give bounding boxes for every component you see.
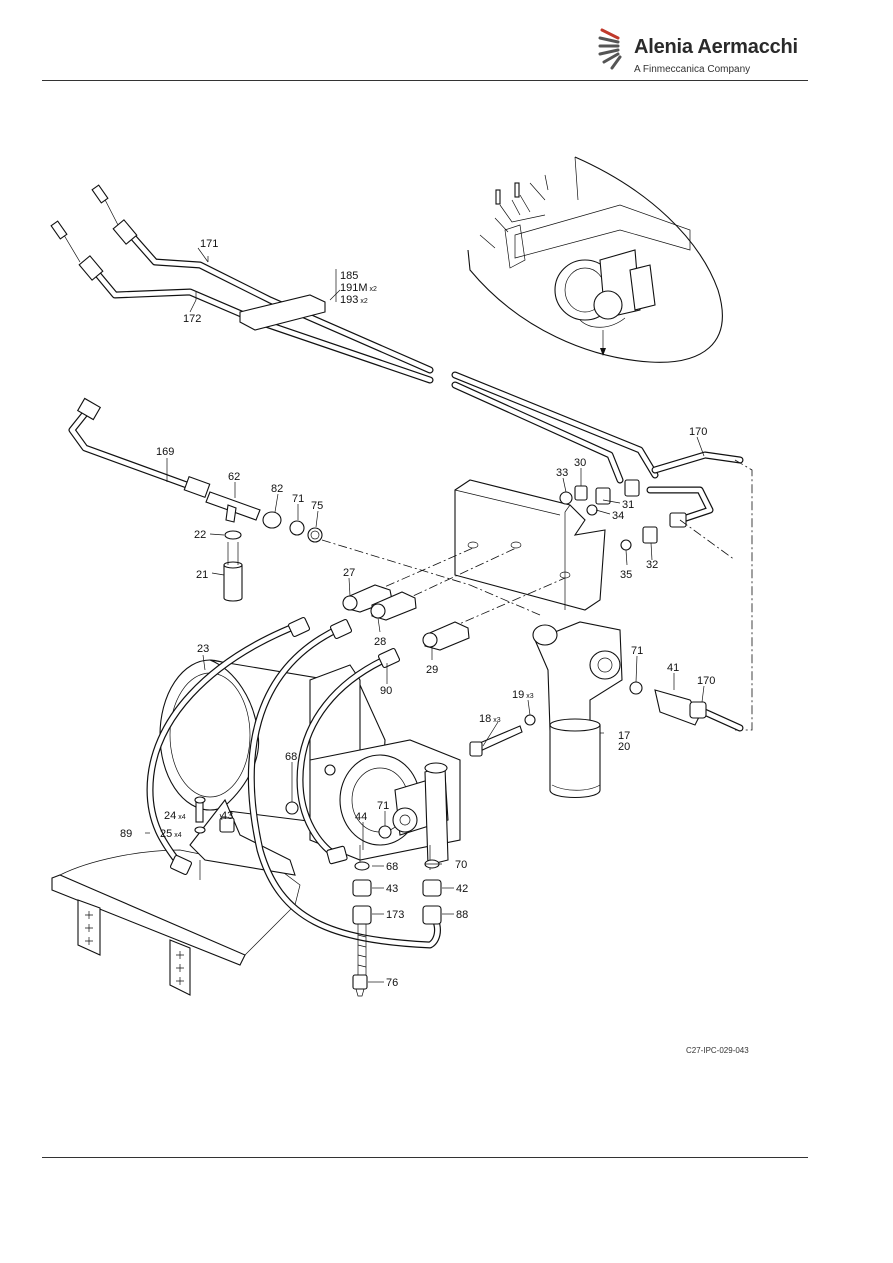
callout-89: 89 [120,828,132,840]
header-rule [42,80,808,81]
callout-32: 32 [646,559,658,571]
callout-76: 76 [386,977,398,989]
brand-name: Alenia Aermacchi [634,36,798,58]
base-plate [51,796,301,996]
callout-42: 42 [456,883,468,895]
callout-29: 29 [426,664,438,676]
callout-28: 28 [374,636,386,648]
callout-82: 82 [271,483,283,495]
inset-locator-view [467,156,723,363]
callout-171: 171 [200,238,218,250]
callout-88: 88 [456,909,468,921]
callout-22: 22 [194,529,206,541]
callout-23: 23 [197,643,209,655]
footer-rule [42,1157,808,1158]
callout-71-pump: 71 [377,800,389,812]
figure-reference: C27-IPC-029-043 [686,1046,749,1055]
callout-34: 34 [612,510,624,522]
callout-173: 173 [386,909,404,921]
callout-44: 44 [355,811,367,823]
fittings-27-28-29 [342,584,470,651]
callout-17: 17 [618,730,630,742]
hose-assembly [146,616,441,949]
callout-71-right: 71 [631,645,643,657]
callout-90: 90 [380,685,392,697]
hardware-stack [559,451,744,551]
callout-75: 75 [311,500,323,512]
alenia-aermacchi-logo-icon [598,28,622,70]
callout-43-left: 43 [221,810,233,822]
callout-33: 33 [556,467,568,479]
callout-170-lower: 170 [697,675,715,687]
callout-leaders [145,247,705,983]
brand-block: Alenia Aermacchi A Finmeccanica Company [598,22,828,82]
tube-169-and-tee [68,397,323,602]
filter-assembly [469,621,744,798]
callout-62: 62 [228,471,240,483]
callout-21: 21 [196,569,208,581]
callout-185: 185 [340,270,358,282]
callout-70: 70 [455,859,467,871]
callout-43-lower: 43 [386,883,398,895]
brand-tagline: A Finmeccanica Company [634,64,751,75]
callout-41: 41 [667,662,679,674]
callout-35: 35 [620,569,632,581]
callout-30: 30 [574,457,586,469]
callout-27: 27 [343,567,355,579]
callout-71-upper: 71 [292,493,304,505]
callout-68-lower: 68 [386,861,398,873]
callout-169: 169 [156,446,174,458]
mounting-bracket [454,479,606,611]
callout-68-upper: 68 [285,751,297,763]
callout-172: 172 [183,313,201,325]
callout-31: 31 [622,499,634,511]
callout-170-upper: 170 [689,426,707,438]
tube-assembly-171-172 [50,184,659,484]
callout-20: 20 [618,741,630,753]
